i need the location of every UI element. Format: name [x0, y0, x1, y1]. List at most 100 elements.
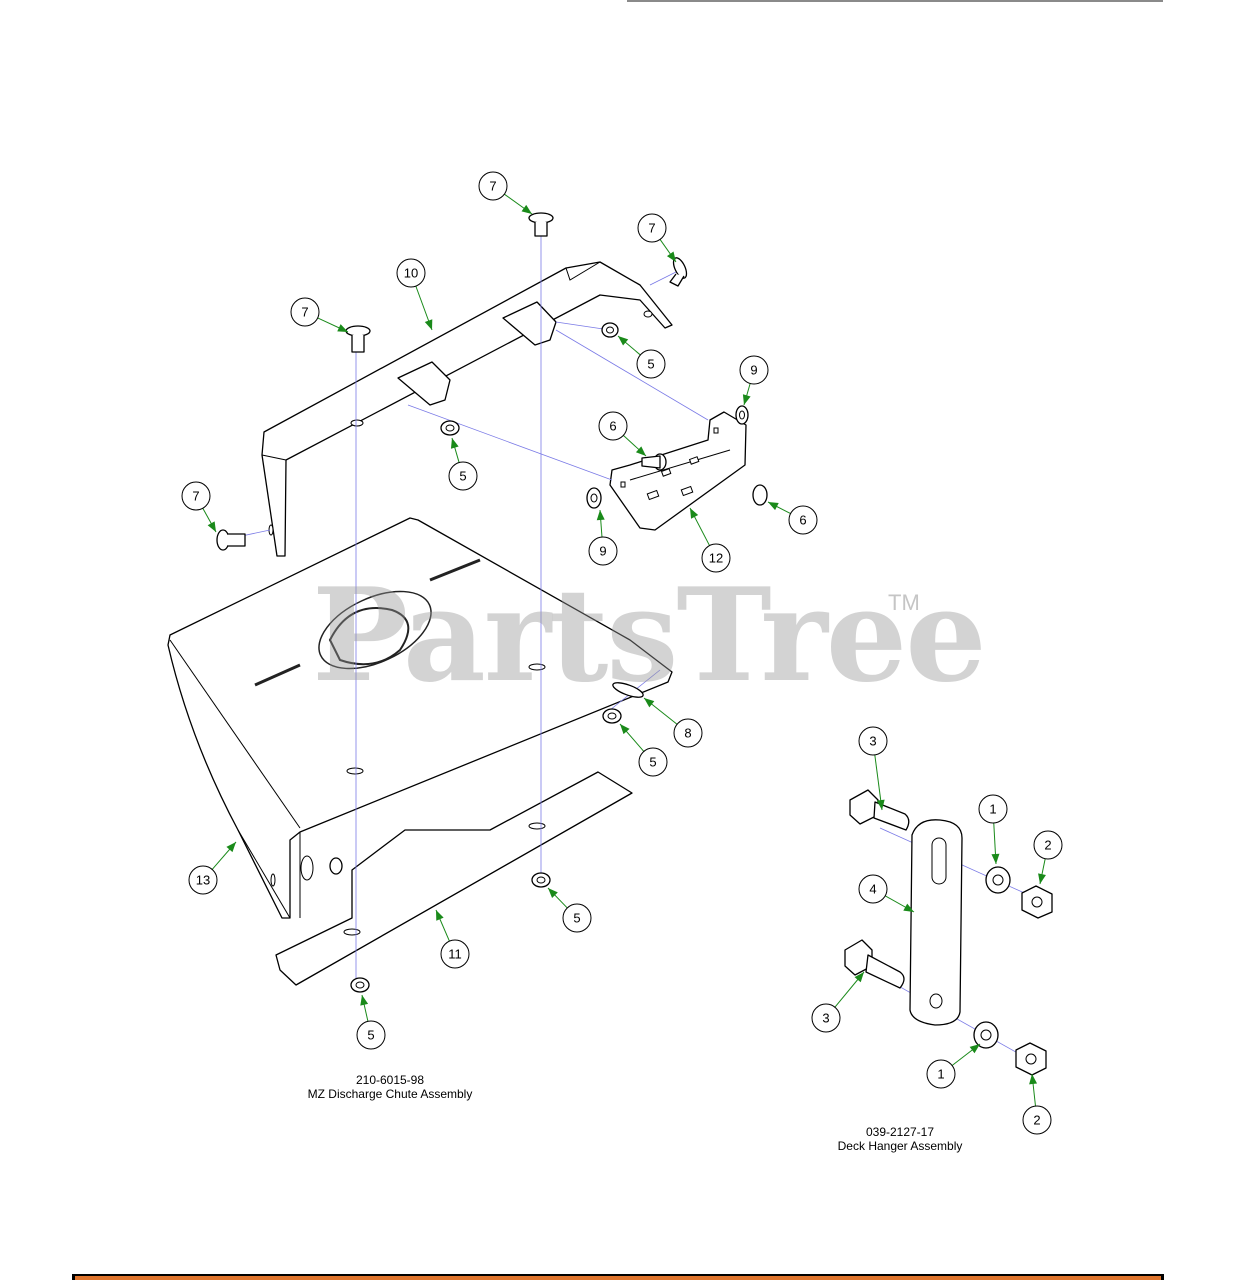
callout-7: 7	[637, 213, 677, 263]
leader-arrowhead	[226, 842, 236, 853]
washer-9b	[586, 487, 602, 509]
leader-arrowhead	[644, 698, 655, 708]
leader-arrowhead	[596, 510, 605, 521]
top-bracket	[261, 261, 673, 557]
callout-number: 5	[367, 1028, 374, 1043]
callout-bubble	[396, 258, 426, 288]
leader-arrowhead	[690, 508, 699, 519]
hanger-nut-1b	[973, 1021, 999, 1049]
callout-bubble	[739, 355, 769, 385]
leader-arrowhead	[360, 995, 369, 1006]
callout-7: 7	[478, 171, 533, 215]
leader-arrowhead	[1029, 1074, 1038, 1085]
callout-bubble	[440, 939, 470, 969]
hanger-nut-2a	[1021, 885, 1053, 919]
callout-bubble	[858, 726, 888, 756]
callout-7: 7	[290, 297, 349, 333]
callout-number: 7	[489, 179, 496, 194]
leader-arrowhead	[450, 438, 459, 449]
callout-3: 3	[858, 726, 888, 811]
badboy-logo	[254, 558, 481, 687]
callout-number: 5	[647, 357, 654, 372]
callout-number: 1	[937, 1067, 944, 1082]
flange-nut-c	[602, 708, 622, 724]
callout-number: 5	[573, 911, 580, 926]
callout-8: 8	[643, 697, 703, 748]
callout-number: 1	[989, 802, 996, 817]
flange-nut-b	[601, 322, 619, 338]
callout-3: 3	[811, 971, 865, 1033]
callout-bubble	[701, 543, 731, 573]
callout-bubble	[290, 297, 320, 327]
callout-number: 9	[750, 363, 757, 378]
callout-number: 3	[822, 1011, 829, 1026]
leader-arrowhead	[337, 324, 348, 332]
callout-5: 5	[547, 887, 592, 933]
leader-arrowhead	[854, 972, 864, 983]
leader-arrowhead	[618, 336, 629, 346]
chute-assembly-name: MZ Discharge Chute Assembly	[307, 1087, 473, 1101]
callout-number: 7	[192, 489, 199, 504]
callout-bubble	[673, 718, 703, 748]
callout-5: 5	[356, 994, 386, 1050]
watermark: PartsTree	[312, 561, 987, 711]
pin-6a	[641, 453, 667, 471]
callout-bubble	[478, 171, 508, 201]
callout-number: 6	[799, 513, 806, 528]
callout-number: 10	[404, 266, 418, 281]
callout-number: 12	[709, 551, 723, 566]
hanger-assembly-name: Deck Hanger Assembly	[837, 1139, 963, 1153]
caption-hanger-assembly: 039-2127-17 Deck Hanger Assembly	[800, 1125, 1000, 1153]
callout-number: 8	[684, 726, 691, 741]
flange-nut-f	[329, 857, 343, 875]
callout-number: 5	[649, 755, 656, 770]
callout-number: 13	[196, 873, 210, 888]
leader-arrowhead	[768, 502, 779, 511]
footer-band-accent	[75, 1276, 1161, 1280]
callout-13: 13	[188, 841, 237, 895]
callout-bubble	[858, 874, 888, 904]
leader-arrowhead	[635, 446, 646, 456]
callout-number: 11	[448, 947, 462, 962]
chute-plate	[167, 517, 673, 919]
leader-arrowhead	[207, 521, 216, 532]
callout-bubble	[1022, 1105, 1052, 1135]
callout-bubble	[638, 747, 668, 777]
washer-9a	[735, 405, 749, 425]
callout-6: 6	[598, 411, 647, 457]
leader-arrowhead	[424, 319, 433, 330]
callout-bubble	[978, 794, 1008, 824]
callout-1: 1	[926, 1043, 981, 1089]
callout-number: 6	[609, 419, 616, 434]
leader-arrowhead	[620, 724, 630, 735]
callout-4: 4	[858, 874, 915, 913]
flange-nut-a	[440, 420, 460, 436]
callout-9: 9	[588, 509, 618, 566]
leader-arrowhead	[742, 394, 751, 405]
callout-number: 3	[869, 734, 876, 749]
callout-number: 9	[599, 544, 606, 559]
callout-number: 5	[459, 469, 466, 484]
pivot-bracket	[609, 411, 747, 531]
callout-number: 7	[301, 305, 308, 320]
callout-2: 2	[1033, 830, 1063, 885]
carriage-bolt-top	[528, 212, 554, 237]
callout-9: 9	[739, 355, 769, 406]
callout-number: 2	[1033, 1113, 1040, 1128]
hanger-nut-2b	[1015, 1042, 1047, 1076]
callout-bubble	[636, 349, 666, 379]
callout-number: 4	[869, 882, 876, 897]
callout-bubble	[181, 481, 211, 511]
callout-bubble	[637, 213, 667, 243]
leader-arrowhead	[876, 799, 885, 810]
caption-chute-assembly: 210-6015-98 MZ Discharge Chute Assembly	[290, 1073, 490, 1101]
callout-bubble	[448, 461, 478, 491]
callout-number: 2	[1044, 838, 1051, 853]
trademark-mark: TM	[888, 590, 920, 615]
leader-arrowhead	[1038, 873, 1046, 884]
callout-1: 1	[978, 794, 1008, 865]
callout-bubble	[1033, 830, 1063, 860]
chute-part-number: 210-6015-98	[355, 1073, 425, 1087]
leader-arrowhead	[969, 1044, 980, 1054]
